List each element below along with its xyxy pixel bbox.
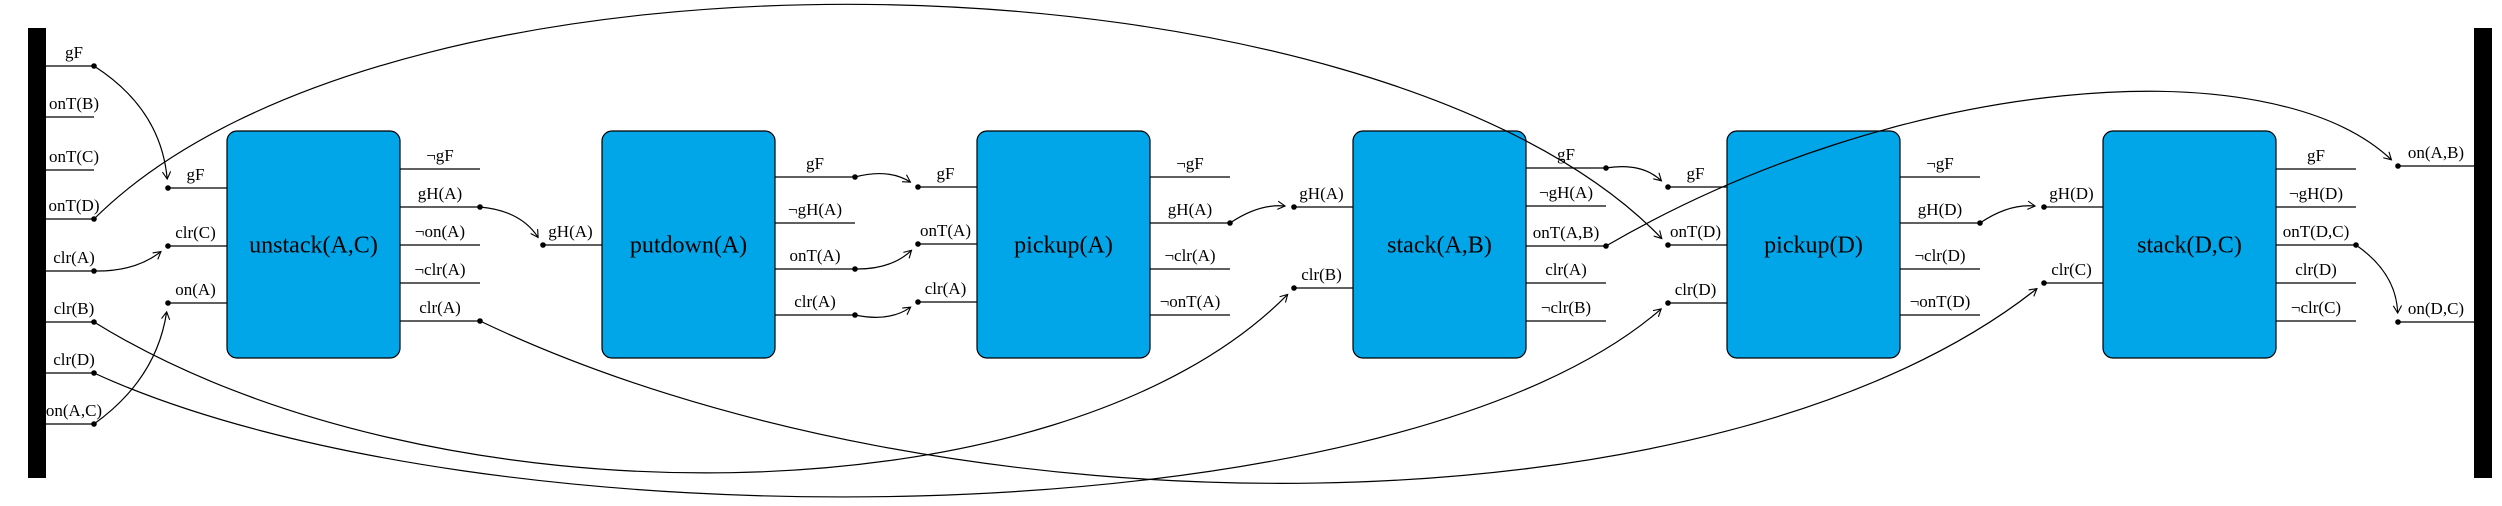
effect-label: ¬clr(A) bbox=[414, 260, 465, 279]
action-name-stack-d-c: stack(D,C) bbox=[2137, 233, 2242, 259]
causal-link-a0-out-clr-a-to-a5-in-clr-c bbox=[479, 287, 2038, 484]
precondition-label: gH(D) bbox=[2049, 184, 2093, 203]
connector-dot bbox=[2041, 204, 2047, 210]
connector-dot bbox=[915, 241, 921, 247]
effect-label: ¬on(A) bbox=[415, 222, 465, 241]
effect-label: ¬clr(C) bbox=[2291, 298, 2341, 317]
effect-label: ¬onT(D) bbox=[1910, 292, 1971, 311]
causal-link-a2-out-gh-a-to-a3-in-gh-a bbox=[1229, 200, 1287, 224]
effect-label: clr(A) bbox=[794, 292, 836, 311]
connector-dot bbox=[2395, 163, 2401, 169]
causal-link-init-gf-to-a0-in-gf bbox=[93, 65, 172, 181]
precondition-label: clr(D) bbox=[1675, 280, 1717, 299]
connector-dot bbox=[915, 184, 921, 190]
connector-dot bbox=[2395, 319, 2401, 325]
initial-literal-label: onT(D) bbox=[49, 196, 100, 215]
effect-label: onT(A) bbox=[790, 246, 841, 265]
causal-link-a3-out-gf-to-a4-in-gf bbox=[1605, 166, 1663, 182]
action-name-pickup-a: pickup(A) bbox=[1014, 233, 1113, 259]
action-name-putdown-a: putdown(A) bbox=[630, 233, 747, 259]
causal-link-a0-out-gh-a-to-a1-in-gh-a bbox=[479, 206, 539, 239]
connector-dot bbox=[1665, 300, 1671, 306]
connector-dot bbox=[1665, 184, 1671, 190]
effect-label: ¬gF bbox=[1926, 154, 1954, 173]
causal-link-init-clr-a-to-a0-in-clr-c bbox=[93, 250, 162, 272]
connector-dot bbox=[915, 299, 921, 305]
initial-literal-label: gF bbox=[65, 43, 83, 62]
connector-dot bbox=[165, 185, 171, 191]
precondition-label: gH(A) bbox=[1299, 184, 1343, 203]
precondition-label: clr(C) bbox=[2051, 260, 2092, 279]
connector-dot bbox=[165, 300, 171, 306]
causal-link-a3-out-ont-a-b-to-goal-on-a-b bbox=[1605, 90, 2393, 247]
action-name-stack-a-b: stack(A,B) bbox=[1387, 233, 1492, 259]
causal-link-a1-out-clr-a-to-a2-in-clr-a bbox=[854, 306, 912, 318]
initial-literal-label: onT(B) bbox=[49, 94, 99, 113]
precondition-label: gH(A) bbox=[548, 222, 592, 241]
causal-link-a5-out-ont-d-c-to-goal-on-d-c bbox=[2355, 244, 2403, 315]
effect-label: onT(A,B) bbox=[1533, 223, 1600, 242]
effect-label: ¬onT(A) bbox=[1160, 292, 1221, 311]
causal-link-a1-out-gf-to-a2-in-gf bbox=[854, 172, 912, 183]
causal-link-a1-out-ont-a-to-a2-in-ont-a bbox=[854, 249, 913, 270]
connector-dot bbox=[1291, 204, 1297, 210]
effect-label: clr(A) bbox=[419, 298, 461, 317]
causal-link-a4-out-gh-d-to-a5-in-gh-d bbox=[1979, 200, 2037, 224]
causal-link-init-clr-d-to-a4-in-clr-d bbox=[93, 308, 1663, 498]
initial-literal-label: clr(D) bbox=[53, 350, 95, 369]
connector-dot bbox=[1665, 242, 1671, 248]
causal-link-init-ont-d-to-a4-in-ont-d bbox=[93, 3, 1663, 240]
precondition-label: gF bbox=[187, 165, 205, 184]
effect-label: gH(A) bbox=[1168, 200, 1212, 219]
goal-state-bar bbox=[2474, 28, 2492, 478]
initial-state-bar bbox=[28, 28, 46, 478]
effect-label: gF bbox=[2307, 146, 2325, 165]
precondition-label: onT(A) bbox=[920, 221, 971, 240]
effect-label: gH(A) bbox=[418, 184, 462, 203]
connector-dot bbox=[2041, 280, 2047, 286]
action-name-pickup-d: pickup(D) bbox=[1764, 233, 1863, 259]
effect-label: ¬gF bbox=[1176, 154, 1204, 173]
effect-label: ¬clr(D) bbox=[1914, 246, 1965, 265]
precondition-label: onT(D) bbox=[1670, 222, 1721, 241]
effect-label: ¬gH(D) bbox=[2289, 184, 2343, 203]
connector-dot bbox=[540, 242, 546, 248]
precondition-label: gF bbox=[937, 164, 955, 183]
causal-link-init-on-a-c-to-a0-in-on-a bbox=[93, 310, 171, 425]
initial-literal-label: clr(A) bbox=[53, 248, 95, 267]
action-box-stack-a-b bbox=[1352, 130, 1527, 359]
effect-label: gF bbox=[1557, 145, 1575, 164]
goal-literal-label: on(A,B) bbox=[2408, 143, 2464, 162]
effect-label: ¬gH(A) bbox=[1539, 183, 1593, 202]
connector-dot bbox=[1291, 285, 1297, 291]
precondition-label: clr(B) bbox=[1301, 265, 1342, 284]
precondition-label: gF bbox=[1687, 164, 1705, 183]
effect-label: onT(D,C) bbox=[2283, 222, 2350, 241]
precondition-label: on(A) bbox=[175, 280, 216, 299]
causal-link-init-clr-b-to-a3-in-clr-b bbox=[93, 293, 1289, 474]
precondition-label: clr(C) bbox=[175, 223, 216, 242]
effect-label: ¬gF bbox=[426, 146, 454, 165]
initial-literal-label: on(A,C) bbox=[46, 401, 102, 420]
connector-dot bbox=[165, 243, 171, 249]
effect-label: clr(A) bbox=[1545, 260, 1587, 279]
goal-literal-label: on(D,C) bbox=[2408, 299, 2464, 318]
effect-label: clr(D) bbox=[2295, 260, 2337, 279]
effect-label: ¬clr(B) bbox=[1541, 298, 1591, 317]
effect-label: ¬gH(A) bbox=[788, 200, 842, 219]
initial-literal-label: clr(B) bbox=[54, 299, 95, 318]
initial-literal-label: onT(C) bbox=[49, 147, 99, 166]
effect-label: gF bbox=[806, 154, 824, 173]
effect-label: gH(D) bbox=[1918, 200, 1962, 219]
action-name-unstack-a-c: unstack(A,C) bbox=[249, 233, 378, 259]
effect-label: ¬clr(A) bbox=[1164, 246, 1215, 265]
precondition-label: clr(A) bbox=[925, 279, 967, 298]
